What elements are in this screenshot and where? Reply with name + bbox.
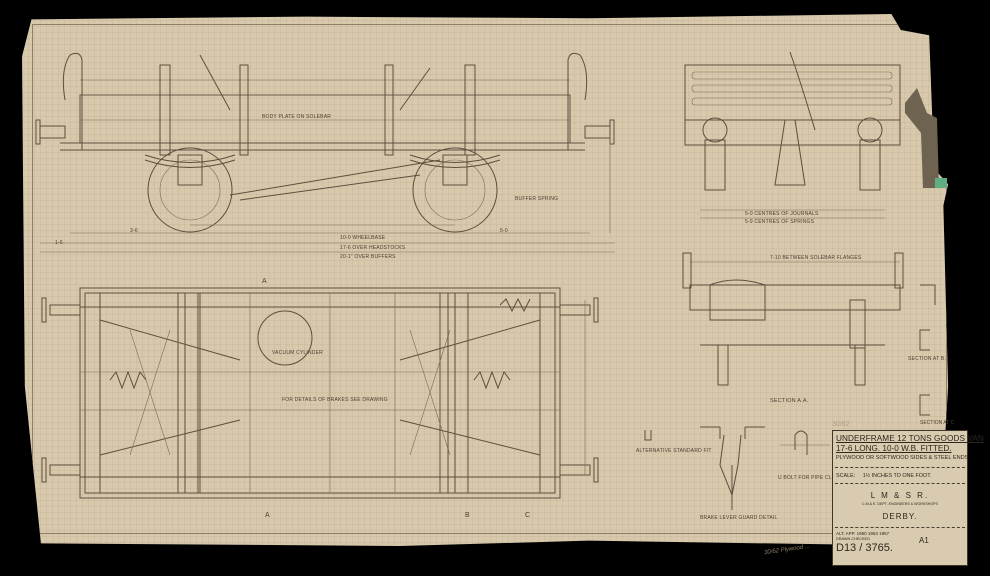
- section-marker-a-top: A: [262, 278, 267, 285]
- dimension-over-buffers: 20-1" OVER BUFFERS: [340, 254, 396, 260]
- dimension-3-6: 3-6: [130, 228, 138, 234]
- detail-drawings: [644, 426, 830, 510]
- detail-u-bolt: U BOLT FOR PIPE CLIPS: [778, 475, 841, 481]
- title-line-3: PLYWOOD OR SOFTWOOD SIDES & STEEL ENDS: [836, 455, 969, 461]
- side-elevation-view: [35, 52, 615, 253]
- divider: [835, 483, 965, 484]
- section-marker-c: C: [525, 512, 531, 519]
- stamp-number: 30/62: [832, 421, 850, 428]
- dimension-springs: 5-9 CENTRES OF SPRINGS: [745, 219, 815, 225]
- title-line-2: 17-6 LONG. 10-0 W.B. FITTED.: [836, 444, 952, 453]
- plan-view: [41, 287, 599, 499]
- company-name: L M & S R.: [870, 491, 930, 500]
- note-body-plate: BODY PLATE ON SOLEBAR: [262, 114, 332, 120]
- section-marker-a-bottom: A: [265, 512, 270, 519]
- drawing-sheet: [22, 14, 949, 546]
- note-buffer-spring: BUFFER SPRING: [515, 196, 559, 202]
- scale-label: SCALE:: [836, 473, 856, 479]
- drawn-checked-row: DRAWN CHECKED: [836, 537, 870, 541]
- department-name: C.M.& E. DEPT. ENGINEERS & WORKSHOPS: [862, 502, 938, 506]
- section-c-label: SECTION AT C: [920, 420, 955, 426]
- section-marker-b: B: [465, 512, 470, 519]
- dimension-1-6: 1-6: [55, 240, 63, 246]
- sheet-size: A1: [919, 536, 929, 545]
- tape-green-patch: [935, 178, 947, 188]
- title-line-1: UNDERFRAME 12 TONS GOODS VAN: [836, 434, 984, 443]
- dimension-wheelbase: 10-0 WHEELBASE: [340, 235, 386, 241]
- section-aa-view: [682, 252, 936, 416]
- dimension-solebar: 7-10 BETWEEN SOLEBAR FLANGES: [770, 255, 862, 261]
- divider: [835, 527, 965, 528]
- note-brake-details: FOR DETAILS OF BRAKES SEE DRAWING: [282, 397, 388, 403]
- title-block: UNDERFRAME 12 TONS GOODS VAN 17-6 LONG. …: [832, 430, 984, 566]
- dimension-over-headstocks: 17-6 OVER HEADSTOCKS: [340, 245, 406, 251]
- dimension-journals: 5-0 CENTRES OF JOURNALS: [745, 211, 819, 217]
- divider: [835, 467, 965, 468]
- note-vacuum-cylinder: VACUUM CYLINDER: [272, 350, 323, 356]
- scale-value: 1½ INCHES TO ONE FOOT.: [862, 473, 932, 479]
- paper-grid: [22, 14, 949, 546]
- end-elevation-view: [684, 51, 901, 219]
- alterations-row: ALT. APP. 1950 1953 1957: [836, 531, 890, 536]
- detail-brake-lever-guard: BRAKE LEVER GUARD DETAIL: [700, 515, 778, 521]
- dimension-5-0: 5-0: [500, 228, 508, 234]
- section-b-label: SECTION AT B.: [908, 356, 946, 362]
- drawing-number: D13 / 3765.: [836, 542, 893, 554]
- scale-row: SCALE: 1½ INCHES TO ONE FOOT.: [836, 473, 964, 479]
- section-aa-label: SECTION A.A.: [770, 398, 809, 404]
- location-name: DERBY.: [882, 512, 918, 521]
- detail-alt-standard: ALTERNATIVE STANDARD FIT: [636, 448, 712, 454]
